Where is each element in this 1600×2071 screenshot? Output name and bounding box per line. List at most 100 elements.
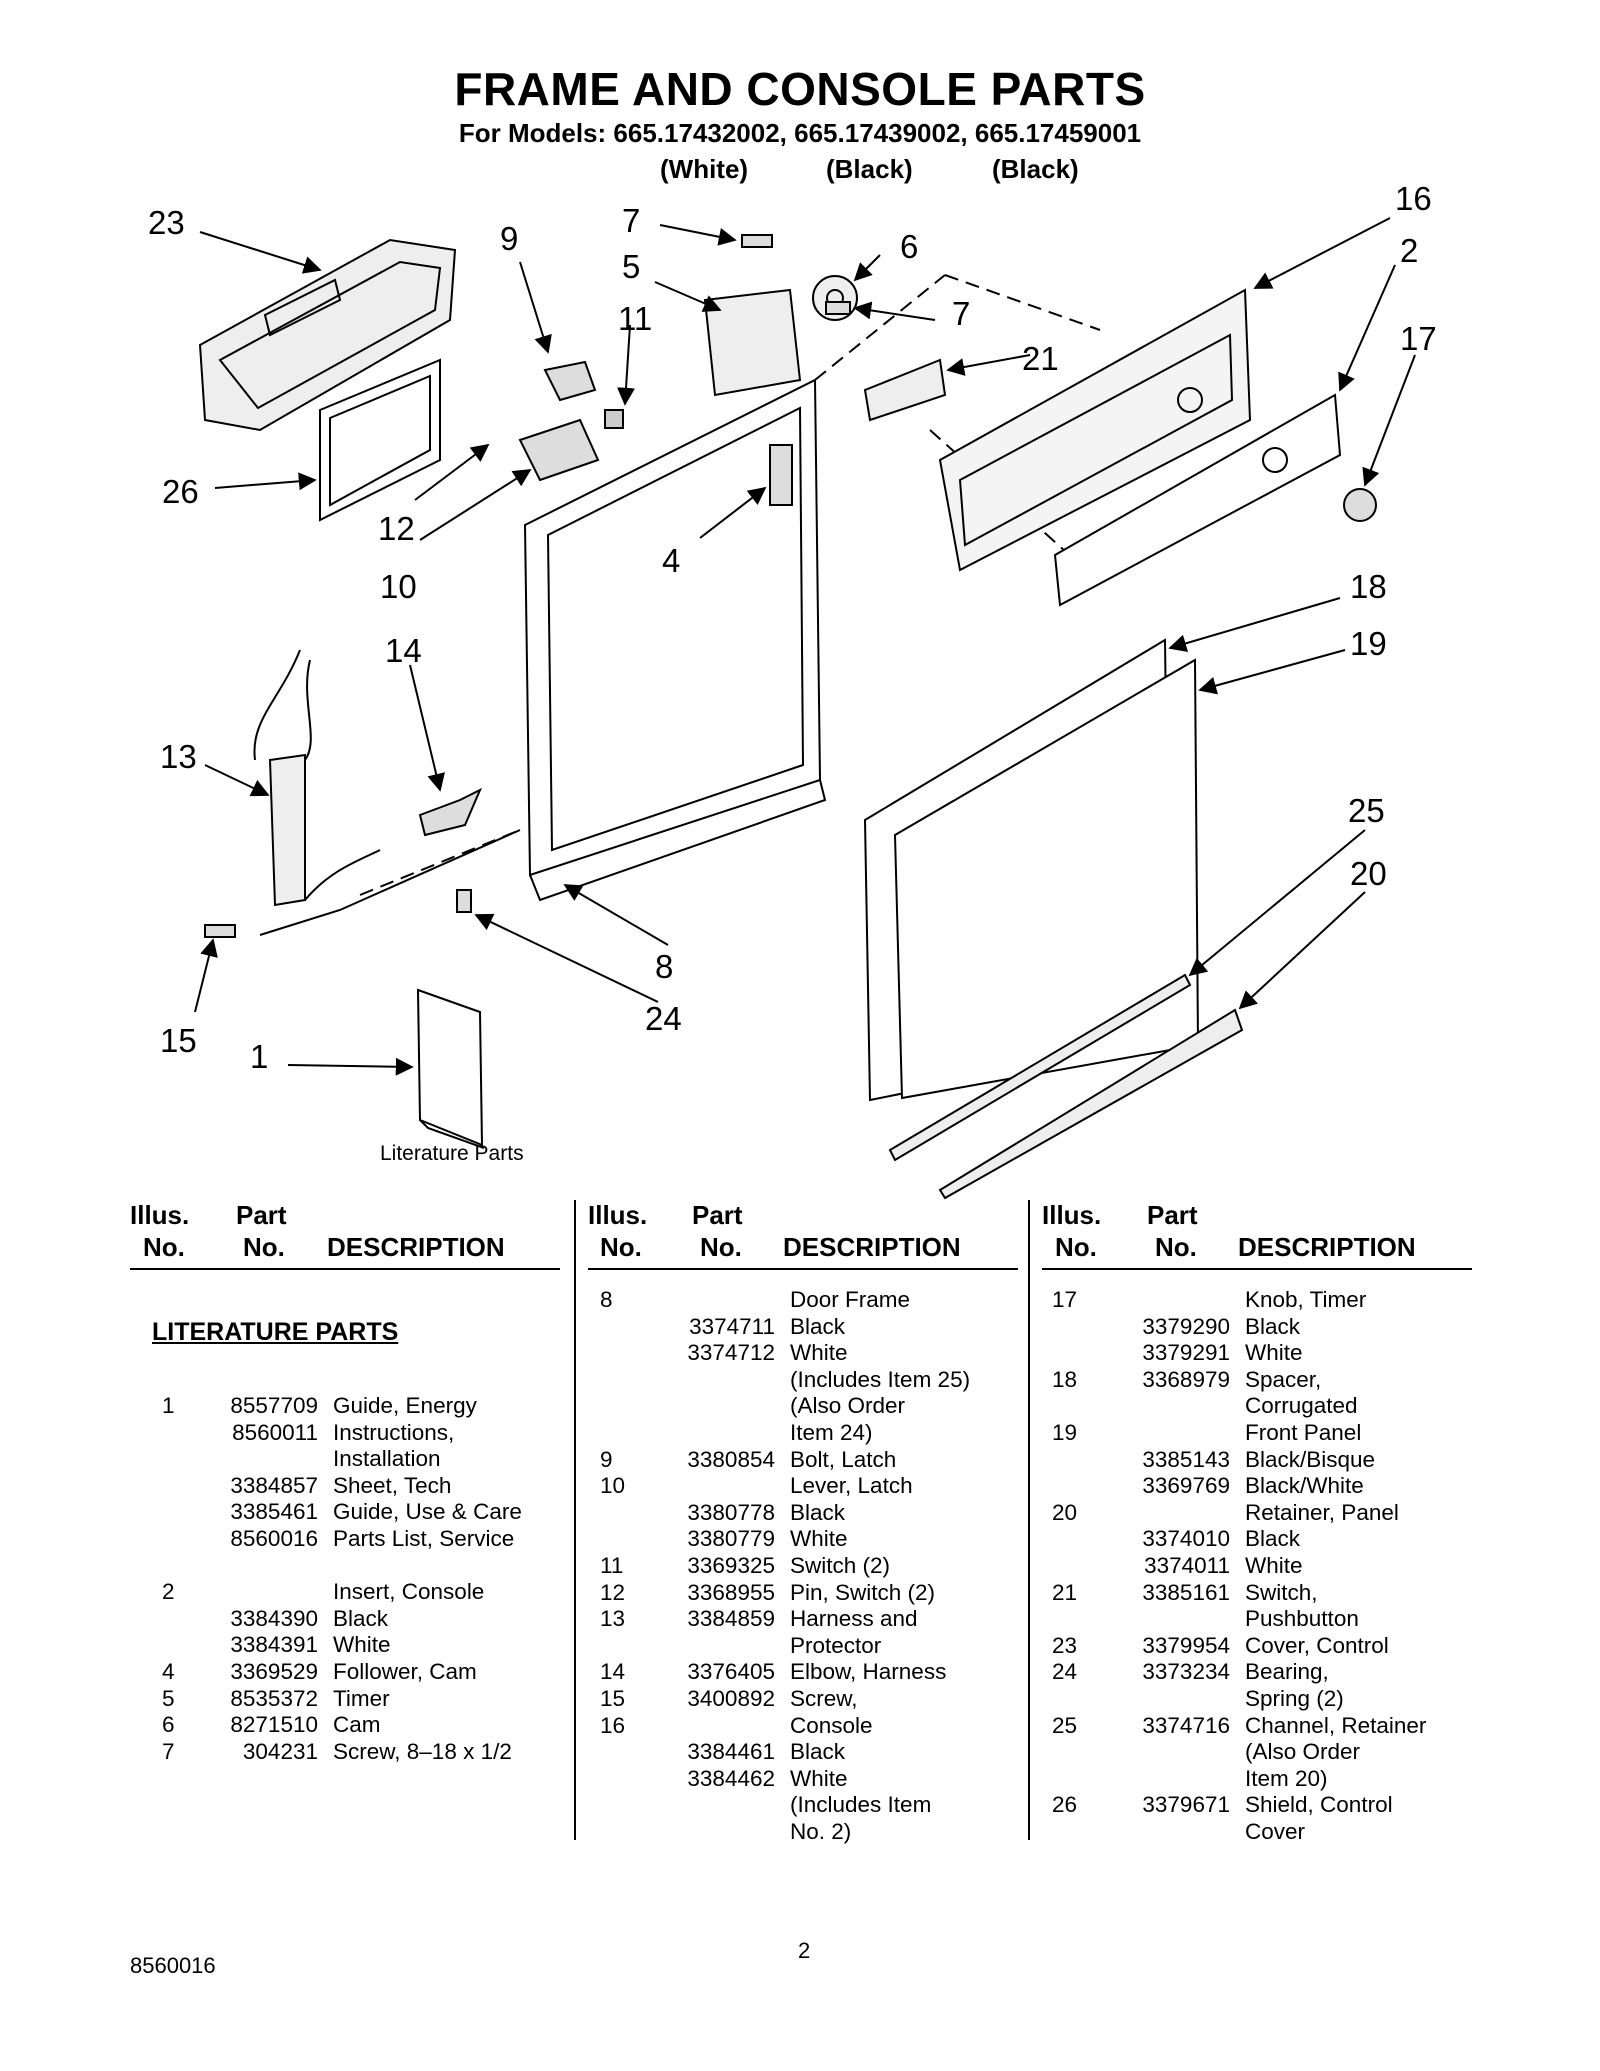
part-description: Guide, Energy — [333, 1393, 477, 1418]
callout-6: 6 — [900, 228, 918, 265]
parts-row: Pushbutton — [0, 1606, 1600, 1633]
hdr-illus-1: Illus. — [130, 1200, 190, 1230]
parts-row: Spring (2) — [0, 1686, 1600, 1713]
parts-row: 3374011 White — [0, 1553, 1600, 1580]
part-description: Switch (2) — [790, 1553, 891, 1578]
callout-19: 19 — [1350, 625, 1387, 662]
parts-row: 3384391 White — [0, 1632, 1600, 1659]
illus-number: 17 — [1052, 1287, 1078, 1312]
part-description: No. 2) — [790, 1819, 852, 1844]
part-number: 3368979 — [1142, 1366, 1230, 1392]
callout-14: 14 — [385, 632, 422, 669]
part-description: Pin, Switch (2) — [790, 1579, 936, 1605]
header-rule-2 — [588, 1268, 1018, 1270]
parts-row: (Includes Item — [0, 1792, 1600, 1819]
part-description: Knob, Timer — [1245, 1287, 1367, 1312]
callout-2: 2 — [1400, 232, 1418, 269]
illus-number: 1 — [162, 1393, 175, 1418]
part-description: White — [1245, 1553, 1303, 1578]
part-description: Insert, Console — [333, 1579, 485, 1605]
part-number: 3379671 — [1142, 1792, 1230, 1818]
part-description: Channel, Retainer — [1245, 1712, 1427, 1738]
part-number: 3400892 — [687, 1686, 775, 1711]
part-description: White — [1245, 1340, 1303, 1366]
callout-13: 13 — [160, 738, 197, 775]
parts-row: 2 Insert, Console — [0, 1579, 1600, 1606]
illus-number: 19 — [1052, 1420, 1078, 1445]
illus-number: 2 — [162, 1579, 175, 1605]
callout-20: 20 — [1350, 855, 1387, 892]
part-number: 3384857 — [230, 1472, 318, 1498]
part-description: Screw, — [790, 1686, 858, 1711]
callout-12: 12 — [378, 510, 415, 547]
part-description: Bolt, Latch — [790, 1446, 897, 1472]
part-description: (Also Order — [790, 1393, 906, 1419]
parts-row: Cover — [0, 1819, 1600, 1846]
part-description: White — [333, 1632, 391, 1658]
part-description: (Includes Item 25) — [790, 1366, 971, 1392]
part-description: (Includes Item — [790, 1792, 932, 1818]
part-description: Bearing, — [1245, 1659, 1329, 1685]
part-description: Black — [790, 1739, 846, 1765]
part-description: Door Frame — [790, 1287, 911, 1312]
callout-17: 17 — [1400, 320, 1437, 357]
part-number: 8560011 — [232, 1419, 318, 1445]
part-description: Item 20) — [1245, 1765, 1328, 1791]
callout-11: 11 — [618, 300, 652, 337]
callout-24: 24 — [645, 1000, 682, 1037]
callout-25: 25 — [1348, 792, 1385, 829]
hdr-no-2: No. — [600, 1232, 642, 1262]
callout-7a: 7 — [622, 202, 640, 239]
hdr-part-2: Part — [692, 1200, 743, 1230]
part-number: 3384391 — [230, 1632, 318, 1658]
part-description: Timer — [333, 1685, 390, 1711]
model-color-white: (White) — [660, 154, 749, 184]
callout-10: 10 — [380, 568, 417, 605]
illus-number: 16 — [600, 1712, 626, 1738]
part-description: Parts List, Service — [333, 1526, 515, 1551]
illus-number: 14 — [600, 1659, 626, 1685]
hdr-illus-3: Illus. — [1042, 1200, 1102, 1230]
illus-number: 4 — [162, 1659, 175, 1684]
part-number: 3379291 — [1142, 1340, 1230, 1366]
header-rule-1 — [130, 1268, 560, 1270]
parts-row: 17 Knob, Timer — [0, 1287, 1600, 1314]
part-number: 3374011 — [1144, 1553, 1230, 1578]
part-number: 3374711 — [689, 1313, 775, 1339]
part-number: 3369769 — [1142, 1473, 1230, 1499]
hdr-part-3: Part — [1147, 1200, 1198, 1230]
document-number: 8560016 — [130, 1953, 216, 1978]
part-description: Shield, Control — [1245, 1792, 1393, 1818]
part-description: Retainer, Panel — [1245, 1499, 1399, 1525]
part-number: 3380854 — [687, 1446, 775, 1472]
model-color-black-1: (Black) — [826, 154, 913, 184]
part-description: Console — [790, 1712, 873, 1738]
part-description: Front Panel — [1245, 1420, 1362, 1445]
illus-number: 6 — [162, 1712, 175, 1738]
callout-labels: 23 9 7 5 11 6 16 2 7 21 17 26 12 10 4 18… — [148, 180, 1437, 1075]
part-number: 3380779 — [687, 1526, 775, 1552]
part-description: Guide, Use & Care — [333, 1499, 522, 1525]
part-description: Black — [333, 1605, 389, 1631]
page-title: FRAME AND CONSOLE PARTS — [454, 63, 1146, 115]
literature-parts-heading: LITERATURE PARTS — [152, 1318, 399, 1346]
callout-21: 21 — [1022, 340, 1059, 377]
parts-row: 19 Front Panel — [0, 1420, 1600, 1447]
part-number: 3380778 — [687, 1499, 775, 1525]
part-description: Spring (2) — [1245, 1686, 1344, 1711]
illus-number: 11 — [600, 1553, 624, 1578]
illus-number: 25 — [1052, 1712, 1078, 1738]
parts-row: (Includes Item 25) — [0, 1367, 1600, 1394]
illus-number: 21 — [1052, 1579, 1078, 1605]
part-number: 3373234 — [1142, 1659, 1230, 1685]
parts-row: (Also Order — [0, 1393, 1600, 1420]
